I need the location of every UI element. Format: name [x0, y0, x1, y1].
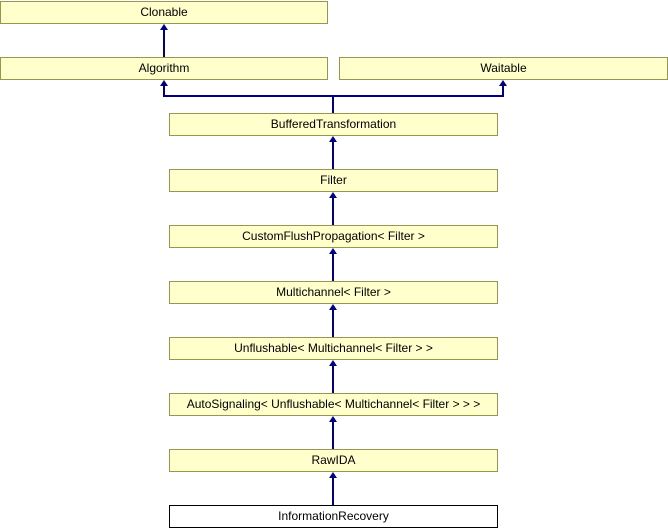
edge-line [332, 253, 334, 281]
class-node-custom-flush-propagation[interactable]: CustomFlushPropagation< Filter > [169, 225, 498, 248]
arrowhead-up [329, 192, 337, 198]
edge-line [163, 85, 165, 95]
edge-line [163, 29, 165, 57]
edge-line [332, 365, 334, 393]
arrowhead-up [329, 472, 337, 478]
edge-line [332, 421, 334, 449]
arrowhead-up [329, 136, 337, 142]
arrowhead-up [329, 304, 337, 310]
edge-line [332, 197, 334, 225]
edge-line [332, 477, 334, 505]
class-node-clonable[interactable]: Clonable [0, 1, 328, 24]
edge-line [332, 95, 334, 113]
class-node-waitable[interactable]: Waitable [339, 57, 668, 80]
class-node-algorithm[interactable]: Algorithm [0, 57, 328, 80]
class-node-filter[interactable]: Filter [169, 169, 498, 192]
class-node-auto-signaling[interactable]: AutoSignaling< Unflushable< Multichannel… [169, 393, 498, 416]
class-node-multichannel[interactable]: Multichannel< Filter > [169, 281, 498, 304]
arrowhead-up [329, 248, 337, 254]
arrowhead-up [499, 80, 507, 86]
class-node-buffered-transformation[interactable]: BufferedTransformation [169, 113, 498, 136]
edge-line [332, 309, 334, 337]
edge-line [502, 85, 504, 95]
arrowhead-up [160, 24, 168, 30]
edge-line [332, 141, 334, 169]
class-node-information-recovery: InformationRecovery [169, 505, 498, 528]
class-node-unflushable[interactable]: Unflushable< Multichannel< Filter > > [169, 337, 498, 360]
class-node-raw-ida[interactable]: RawIDA [169, 449, 498, 472]
arrowhead-up [329, 416, 337, 422]
arrowhead-up [329, 360, 337, 366]
arrowhead-up [160, 80, 168, 86]
